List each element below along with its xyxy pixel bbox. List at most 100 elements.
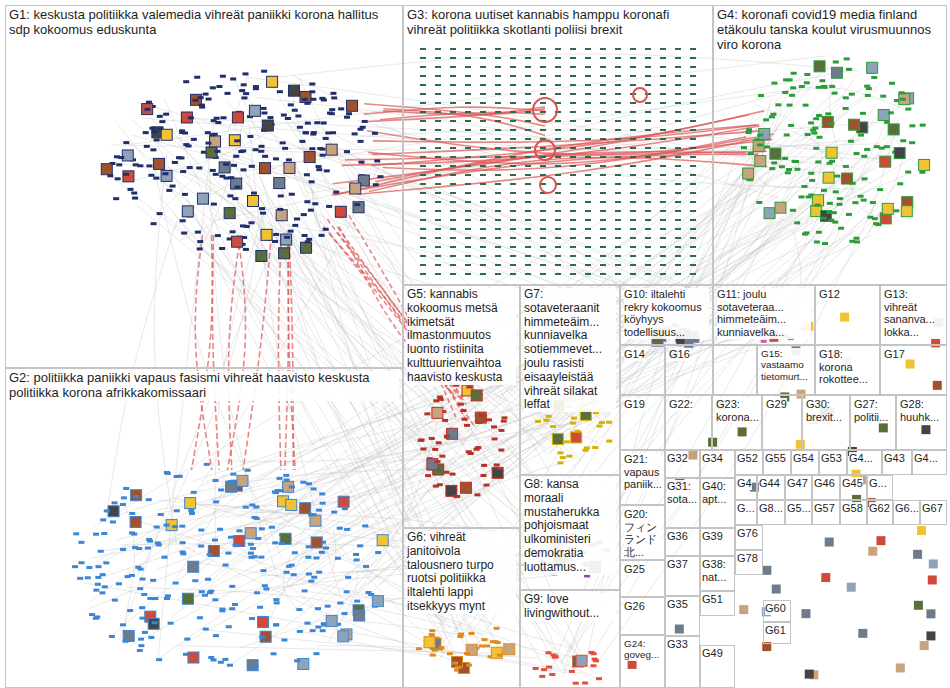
vertex-icon bbox=[102, 585, 108, 588]
vertex-dot bbox=[570, 228, 576, 230]
edge-line bbox=[154, 155, 176, 543]
vertex-dot bbox=[465, 228, 471, 230]
vertex-dot bbox=[675, 237, 681, 239]
vertex-dot bbox=[615, 192, 621, 194]
vertex-icon bbox=[628, 660, 637, 669]
vertex-dot bbox=[585, 273, 591, 275]
vertex-icon bbox=[306, 482, 312, 485]
vertex-icon bbox=[829, 85, 835, 88]
vertex-icon bbox=[197, 247, 203, 250]
vertex-icon bbox=[432, 448, 438, 451]
vertex-icon bbox=[294, 217, 300, 220]
vertex-icon bbox=[905, 108, 911, 111]
vertex-icon bbox=[823, 172, 834, 183]
vertex-icon bbox=[596, 677, 602, 680]
vertex-dot bbox=[615, 84, 621, 86]
vertex-icon bbox=[592, 446, 598, 449]
group-label: G26 bbox=[624, 600, 645, 613]
vertex-icon bbox=[145, 547, 151, 550]
vertex-icon bbox=[248, 195, 259, 206]
group-label: G78 bbox=[737, 552, 758, 565]
vertex-icon bbox=[771, 161, 777, 164]
vertex-icon bbox=[93, 589, 99, 592]
group-label: G20: フィンランド 北... bbox=[624, 508, 661, 559]
vertex-dot bbox=[465, 48, 471, 50]
vertex-icon bbox=[162, 172, 168, 175]
vertex-icon bbox=[316, 571, 322, 574]
vertex-icon bbox=[880, 156, 891, 167]
vertex-dot bbox=[420, 183, 426, 185]
vertex-icon bbox=[326, 205, 332, 208]
vertex-dot bbox=[420, 228, 426, 230]
vertex-dot bbox=[495, 75, 501, 77]
vertex-icon bbox=[191, 491, 197, 494]
vertex-dot bbox=[585, 264, 591, 266]
vertex-icon bbox=[285, 117, 291, 120]
group-panel: G15: vastaamo tietomurt... bbox=[757, 345, 815, 395]
vertex-icon bbox=[822, 242, 828, 245]
vertex-icon bbox=[78, 561, 84, 564]
vertex-dot bbox=[465, 264, 471, 266]
vertex-dot bbox=[510, 201, 516, 203]
vertex-dot bbox=[570, 156, 576, 158]
vertex-icon bbox=[258, 556, 264, 559]
group-label: G4... bbox=[849, 452, 873, 465]
vertex-icon bbox=[337, 527, 343, 530]
vertex-icon bbox=[843, 165, 849, 168]
group-panel: G31: sota... bbox=[665, 478, 700, 528]
vertex-icon bbox=[805, 133, 811, 136]
vertex-dot bbox=[615, 57, 621, 59]
vertex-dot bbox=[450, 237, 456, 239]
vertex-icon bbox=[905, 171, 911, 174]
vertex-icon bbox=[304, 622, 310, 625]
vertex-dot bbox=[555, 273, 561, 275]
vertex-dot bbox=[540, 237, 546, 239]
vertex-dot bbox=[540, 129, 546, 131]
vertex-icon bbox=[219, 247, 225, 250]
vertex-icon bbox=[202, 594, 208, 597]
edge-line bbox=[580, 180, 901, 550]
vertex-dot bbox=[525, 201, 531, 203]
vertex-icon bbox=[338, 496, 349, 507]
vertex-icon bbox=[354, 610, 365, 621]
vertex-dot bbox=[435, 57, 441, 59]
vertex-dot bbox=[660, 147, 666, 149]
vertex-icon bbox=[198, 96, 204, 99]
group-panel: G5... bbox=[785, 500, 812, 525]
vertex-dot bbox=[480, 156, 486, 158]
vertex-dot bbox=[495, 219, 501, 221]
vertex-icon bbox=[311, 537, 322, 548]
vertex-dot bbox=[510, 165, 516, 167]
vertex-dot bbox=[525, 84, 531, 86]
vertex-dot bbox=[675, 273, 681, 275]
vertex-dot bbox=[465, 93, 471, 95]
vertex-icon bbox=[292, 224, 298, 227]
vertex-dot bbox=[510, 219, 516, 221]
vertex-dot bbox=[420, 75, 426, 77]
vertex-icon bbox=[906, 360, 915, 369]
vertex-icon bbox=[817, 136, 823, 139]
vertex-dot bbox=[615, 102, 621, 104]
vertex-dot bbox=[495, 165, 501, 167]
vertex-dot bbox=[510, 102, 516, 104]
group-label: G2: politiikka paniikki vapaus fasismi v… bbox=[9, 371, 399, 401]
vertex-icon bbox=[120, 503, 126, 506]
vertex-icon bbox=[809, 179, 815, 182]
vertex-icon bbox=[813, 147, 819, 150]
vertex-icon bbox=[146, 101, 152, 104]
group-panel: G1: keskusta politiikka valemedia vihreä… bbox=[5, 5, 403, 368]
vertex-icon bbox=[240, 224, 246, 227]
group-panel: G30: brexit... bbox=[802, 395, 850, 450]
edge-line bbox=[128, 56, 826, 145]
vertex-dot bbox=[585, 156, 591, 158]
vertex-dot bbox=[645, 246, 651, 248]
edge-line bbox=[263, 214, 829, 508]
edge-line bbox=[102, 415, 442, 578]
vertex-icon bbox=[786, 168, 792, 171]
edge-line bbox=[200, 152, 279, 210]
vertex-icon bbox=[233, 544, 239, 547]
vertex-dot bbox=[480, 48, 486, 50]
group-panel: G60 bbox=[763, 600, 791, 622]
vertex-dot bbox=[600, 273, 606, 275]
vertex-icon bbox=[224, 208, 235, 219]
